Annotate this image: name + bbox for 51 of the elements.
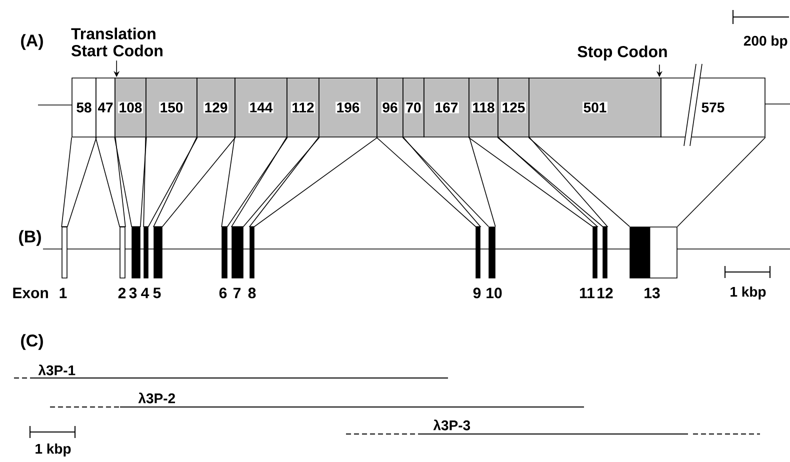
annotation-text: Translation Start Codon (71, 28, 162, 56)
scale-label: 1 kbp (36, 443, 71, 456)
clone-label: λ3P-1 (38, 364, 76, 376)
panel-label: (A) (21, 34, 43, 50)
exon-number: 11 (580, 288, 594, 298)
mapping-line (95, 137, 126, 227)
mapping-line (221, 137, 288, 227)
scale-label: 200 bp (744, 35, 788, 49)
clone-label: λ3P-3 (433, 420, 470, 430)
mapping-line (61, 137, 97, 227)
mapping-line (376, 137, 482, 227)
mapping-line (677, 137, 766, 227)
mapping-line (468, 137, 598, 227)
panel-label: (C) (21, 334, 43, 350)
exon-number: 12 (598, 288, 613, 298)
cdna-segment: 70 (402, 78, 424, 138)
exon-number: 7 (233, 288, 241, 298)
exon-number: 5 (153, 288, 161, 298)
mapping-line (469, 137, 496, 227)
mapping-line (497, 137, 608, 227)
cdna-segment: 108 (114, 78, 146, 138)
exon-number: 4 (141, 288, 150, 298)
cdna-segment: 129 (196, 78, 236, 138)
exon-number: 6 (219, 288, 227, 298)
exon-number: 8 (248, 288, 256, 298)
cdna-segment: 112 (286, 78, 320, 138)
mapping-line (528, 137, 630, 227)
mapping-line (114, 137, 147, 227)
scale-label: 1 kbp (730, 286, 766, 300)
cdna-segment: 144 (234, 78, 288, 138)
cdna-segment: 58 (72, 78, 96, 138)
cdna-segment: 47 (96, 78, 116, 138)
annotation-text: Stop Codon (578, 46, 667, 60)
exon-number: 1 (60, 288, 67, 298)
panel-label: (B) (19, 230, 41, 246)
exon-number: 2 (118, 288, 126, 298)
clone-label: λ3P-2 (138, 392, 175, 404)
exon-number: 10 (486, 288, 502, 298)
exon-number: 3 (129, 288, 137, 298)
exon-number: 9 (473, 288, 481, 298)
cdna-segment: 150 (146, 78, 198, 138)
mapping-line (152, 137, 236, 227)
mapping-line (402, 137, 489, 227)
exon-number: 13 (644, 288, 660, 298)
axis-label: Exon (13, 288, 48, 298)
cdna-segment: 118 (468, 78, 498, 138)
mapping-line (230, 137, 320, 227)
cdna-segment: 96 (376, 78, 404, 138)
mapping-line (248, 137, 378, 227)
mapping-line (143, 137, 198, 227)
cdna-segment: 125 (498, 78, 530, 138)
